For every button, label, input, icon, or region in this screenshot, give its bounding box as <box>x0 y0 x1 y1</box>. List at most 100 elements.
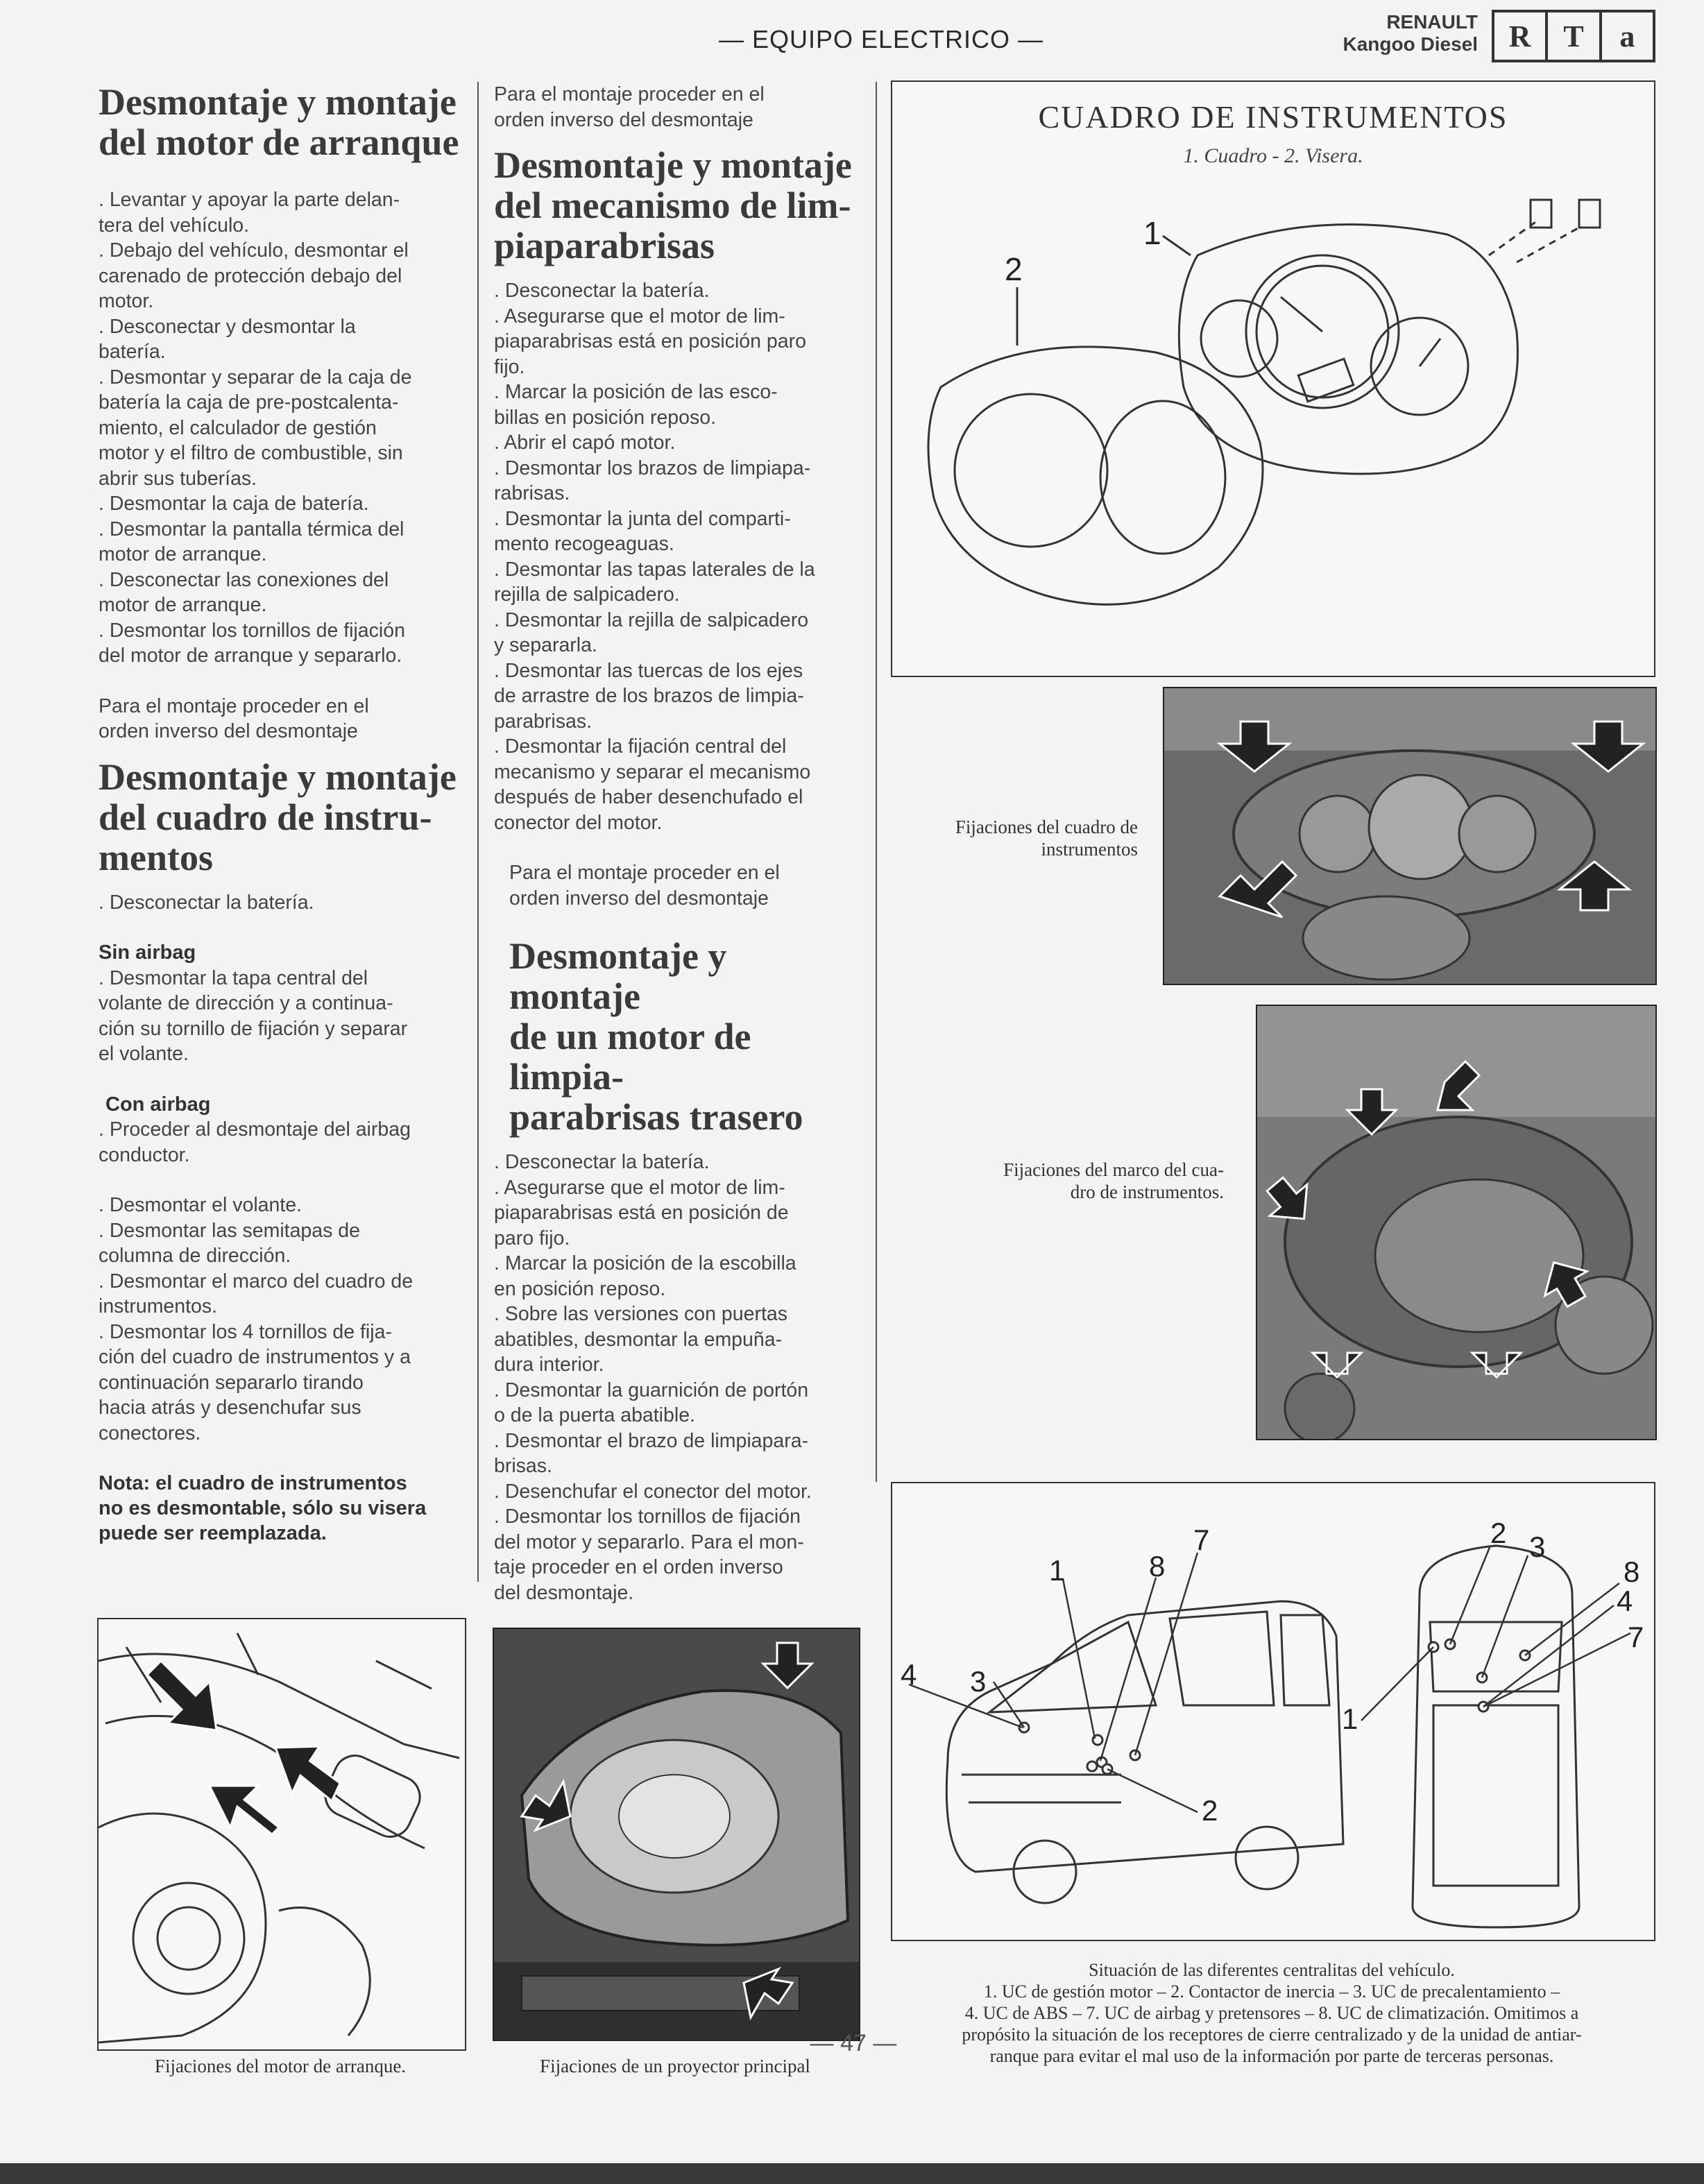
reverse-note-3-line: Para el montaje proceder en el <box>509 862 780 884</box>
steps-limpia-trasero-line: abatibles, desmontar la empuña- <box>494 1328 783 1351</box>
steps-limpiaparabrisas-line: . Desmontar las tuercas de los ejes <box>494 659 803 682</box>
steps-cuadro-b-line: volante de dirección y a continua- <box>99 992 393 1014</box>
column-rule-2 <box>876 82 877 1482</box>
ecu-caption-line: Situación de las diferentes centralitas … <box>1089 1960 1455 1980</box>
rta-logo: R T a <box>1492 10 1655 62</box>
steps-motor-arranque-line: motor y el filtro de combustible, sin <box>99 442 403 464</box>
steps-cuadro-d-line: . Desmontar el volante. <box>99 1194 303 1216</box>
brand-line-2: Kangoo Diesel <box>1343 33 1478 55</box>
heading-cuadro-instrumentos-line: Desmontaje y montaje <box>99 756 457 798</box>
steps-cuadro-c-line: conductor. <box>99 1143 190 1166</box>
heading-limpia-trasero-line: parabrisas trasero <box>509 1096 803 1138</box>
steps-limpiaparabrisas-line: . Desmontar la junta del comparti- <box>494 507 791 530</box>
ecu-left-label-2: 2 <box>1202 1794 1218 1827</box>
steps-cuadro-d-line: continuación separarlo tirando <box>99 1371 364 1394</box>
steps-limpiaparabrisas-line: conector del motor. <box>494 811 663 834</box>
ecu-caption-line: 1. UC de gestión motor – 2. Contactor de… <box>983 1981 1560 2002</box>
photo1-caption-line: Fijaciones del cuadro de <box>955 817 1138 837</box>
steps-cuadro-d-line: . Desmontar el marco del cuadro de <box>99 1270 414 1293</box>
headlight-photo <box>493 1628 860 2041</box>
note-cuadro-line: Nota: el cuadro de instrumentos <box>99 1472 407 1494</box>
steps-limpiaparabrisas-line: billas en posición reposo. <box>494 406 717 429</box>
steps-limpia-trasero-line: . Desenchufar el conector del motor. <box>494 1480 812 1503</box>
ecu-caption-line: propósito la situación de los receptores… <box>962 2024 1582 2045</box>
steps-motor-arranque-line: . Desconectar y desmontar la <box>99 315 356 338</box>
ecu-left-label-1: 1 <box>1049 1554 1065 1587</box>
steps-limpia-trasero-line: del desmontaje. <box>494 1581 634 1604</box>
reverse-note-0-line: orden inverso del desmontaje <box>494 108 753 131</box>
steps-cuadro-c-line: . Proceder al desmontaje del airbag <box>99 1118 411 1141</box>
steps-limpia-trasero-line: piaparabrisas está en posición de <box>494 1202 789 1224</box>
steps-limpia-trasero-line: o de la puerta abatible. <box>494 1404 695 1426</box>
steps-limpiaparabrisas-line: mento recogeaguas. <box>494 533 674 555</box>
steps-motor-arranque-line: del motor de arranque y separarlo. <box>99 645 402 667</box>
steps-limpiaparabrisas-line: y separarla. <box>494 634 597 656</box>
logo-letter-a: a <box>1619 19 1635 53</box>
steps-motor-arranque-line: abrir sus tuberías. <box>99 467 257 490</box>
steps-cuadro-d-line: . Desmontar las semitapas de <box>99 1219 360 1242</box>
steps-motor-arranque-line: batería la caja de pre-postcalenta- <box>99 391 399 413</box>
cuadro-drawing: 1 2 <box>927 198 1601 606</box>
steps-limpiaparabrisas-line: . Desconectar la batería. <box>494 280 710 302</box>
ecu-left-label-3: 3 <box>970 1665 986 1698</box>
column-1: Desmontaje y montaje del motor de arranq… <box>99 82 459 1546</box>
steps-limpia-trasero-line: del motor y separarlo. Para el mon- <box>494 1530 804 1553</box>
photo-cuadro-drawing <box>1164 688 1655 984</box>
starter-caption: Fijaciones del motor de arranque. <box>154 2056 407 2076</box>
steps-motor-arranque-line: . Desmontar la caja de batería. <box>99 493 369 515</box>
steps-motor-arranque-line: . Desmontar la pantalla térmica del <box>99 518 404 540</box>
steps-limpia-trasero-line: . Desmontar la guarnición de portón <box>494 1379 809 1401</box>
ecu-left-label-8: 8 <box>1149 1550 1165 1582</box>
photo2-caption: Fijaciones del marco del cua-dro de inst… <box>957 1159 1224 1203</box>
column-2: Para el montaje proceder en el orden inve… <box>494 82 855 1605</box>
steps-motor-arranque-line: . Levantar y apoyar la parte delan- <box>99 189 400 211</box>
steps-cuadro-d-line: . Desmontar los 4 tornillos de fija- <box>99 1320 392 1343</box>
steps-limpiaparabrisas-line: rejilla de salpicadero. <box>494 583 680 606</box>
page-number: — 47 — <box>810 2030 897 2056</box>
steps-limpiaparabrisas-line: parabrisas. <box>494 710 592 733</box>
steps-limpiaparabrisas-line: después de haber desenchufado el <box>494 786 803 808</box>
photo-marco-fijaciones <box>1256 1005 1657 1440</box>
steps-motor-arranque-line: . Desmontar los tornillos de fijación <box>99 619 405 642</box>
steps-limpia-trasero-line: dura interior. <box>494 1354 604 1376</box>
steps-limpiaparabrisas-line: . Desmontar la rejilla de salpicadero <box>494 608 809 631</box>
headlight-caption: Fijaciones de un proyector principal <box>540 2056 810 2076</box>
steps-limpiaparabrisas-line: . Desmontar los brazos de limpiapa- <box>494 457 811 479</box>
sin-airbag-label: Sin airbag <box>99 941 196 964</box>
photo1-caption-line: instrumentos <box>1041 839 1139 860</box>
ecu-caption-line: ranque para evitar el mal uso de la info… <box>989 2046 1554 2066</box>
ecu-left-label-4: 4 <box>901 1658 917 1691</box>
scan-edge <box>0 2163 1704 2184</box>
steps-motor-arranque-line: . Desconectar las conexiones del <box>99 568 389 591</box>
steps-cuadro-a-line: . Desconectar la batería. <box>99 891 314 914</box>
steps-limpia-trasero-line: . Desmontar los tornillos de fijación <box>494 1505 801 1528</box>
steps-limpia-trasero-line: taje proceder en el orden inverso <box>494 1556 783 1578</box>
brand-line-1: RENAULT <box>1386 11 1478 33</box>
steps-cuadro-d-line: instrumentos. <box>99 1295 218 1317</box>
steps-limpia-trasero-line: . Asegurarse que el motor de lim- <box>494 1176 785 1199</box>
ecu-caption: Situación de las diferentes centralitas … <box>891 1959 1653 2067</box>
steps-limpiaparabrisas-line: . Desmontar la fijación central del <box>494 735 787 758</box>
steps-limpiaparabrisas-line: mecanismo y separar el mecanismo <box>494 760 811 783</box>
brand-block: RENAULT Kangoo Diesel <box>1290 11 1478 56</box>
cuadro-title: CUADRO DE INSTRUMENTOS <box>1038 99 1508 135</box>
heading-cuadro-instrumentos-line: mentos <box>99 836 213 878</box>
heading-cuadro-instrumentos-line: del cuadro de instru- <box>99 796 432 838</box>
steps-limpia-trasero: . Desconectar la batería.. Asegurarse qu… <box>494 1150 855 1605</box>
steps-motor-arranque-line: batería. <box>99 341 166 363</box>
steps-cuadro-d-line: conectores. <box>99 1422 201 1444</box>
logo-letter-r: R <box>1494 12 1549 60</box>
steps-cuadro-d-line: hacia atrás y desenchufar sus <box>99 1397 361 1419</box>
steps-motor-arranque-line: tera del vehículo. <box>99 214 250 237</box>
steps-limpia-trasero-line: paro fijo. <box>494 1227 570 1249</box>
ecu-left-label-7: 7 <box>1193 1524 1209 1556</box>
ecu-right-label-2: 2 <box>1490 1517 1506 1549</box>
reverse-note-1-line: Para el montaje proceder en el <box>99 694 369 717</box>
note-cuadro-line: puede ser reemplazada. <box>99 1522 327 1544</box>
